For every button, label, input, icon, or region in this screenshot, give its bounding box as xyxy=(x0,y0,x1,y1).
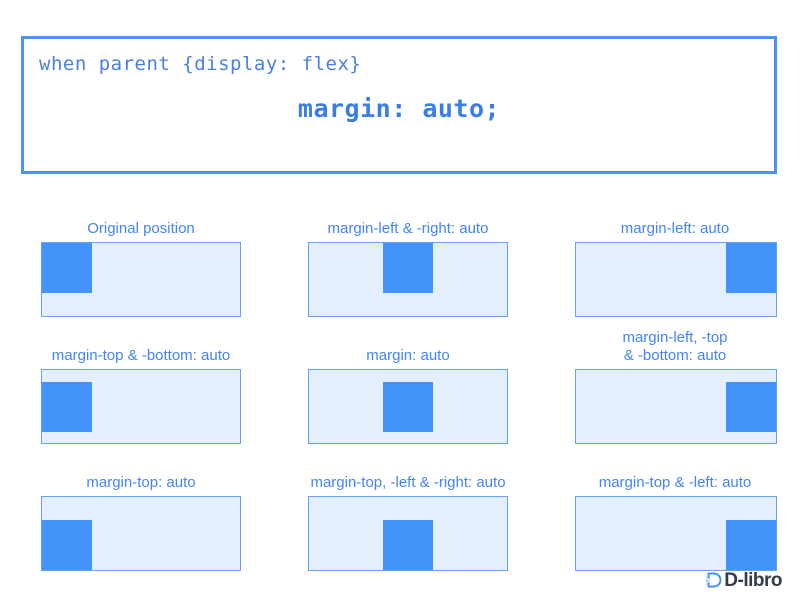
flex-parent-container xyxy=(575,496,777,571)
flex-parent-container xyxy=(308,242,508,317)
banner-condition-text: when parent {display: flex} xyxy=(39,53,362,75)
flex-child-box xyxy=(383,243,433,293)
code-banner: when parent {display: flex} margin: auto… xyxy=(21,36,777,174)
flex-child-box xyxy=(726,520,776,570)
diagram-cell: margin-left & -right: auto xyxy=(275,190,541,317)
diagram-label: margin-top: auto xyxy=(86,474,196,491)
diagram-label: margin-left: auto xyxy=(620,220,730,237)
flex-parent-container xyxy=(308,496,508,571)
flex-parent-container xyxy=(41,369,241,444)
diagram-cell: margin: auto xyxy=(275,317,541,444)
flex-child-box xyxy=(42,520,92,570)
diagram-cell: margin-left: auto xyxy=(542,190,800,317)
flex-child-box xyxy=(383,381,433,432)
diagram-cell: Original position xyxy=(8,190,274,317)
diagram-label: margin-top & -left: auto xyxy=(598,474,752,491)
flex-parent-container xyxy=(41,242,241,317)
flex-parent-container xyxy=(41,496,241,571)
flex-parent-container xyxy=(308,369,508,444)
brand-logo: D-libro xyxy=(704,568,782,592)
diagram-cell: margin-top, -left & -right: auto xyxy=(275,444,541,571)
diagram-cell: margin-top & -bottom: auto xyxy=(8,317,274,444)
diagram-grid: Original position margin-left & -right: a… xyxy=(0,190,800,571)
diagram-label: margin-top, -left & -right: auto xyxy=(310,474,506,491)
diagram-cell: margin-top & -left: auto xyxy=(542,444,800,571)
diagram-label: margin-left & -right: auto xyxy=(327,220,489,237)
diagram-label: margin-left, -top & -bottom: auto xyxy=(622,329,728,364)
diagram-label: margin: auto xyxy=(366,347,450,364)
flex-parent-container xyxy=(575,369,777,444)
diagram-cell: margin-top: auto xyxy=(8,444,274,571)
stylized-d-icon xyxy=(704,571,723,590)
flex-child-box xyxy=(726,243,776,293)
banner-declaration-text: margin: auto; xyxy=(297,94,501,123)
logo-wordmark: D-libro xyxy=(724,569,782,591)
flex-parent-container xyxy=(575,242,777,317)
diagram-label: Original position xyxy=(87,220,195,237)
flex-child-box xyxy=(726,381,776,432)
flex-child-box xyxy=(42,381,92,432)
flex-child-box xyxy=(383,520,433,570)
diagram-label: margin-top & -bottom: auto xyxy=(51,347,231,364)
flex-child-box xyxy=(42,243,92,293)
diagram-cell: margin-left, -top & -bottom: auto xyxy=(542,317,800,444)
